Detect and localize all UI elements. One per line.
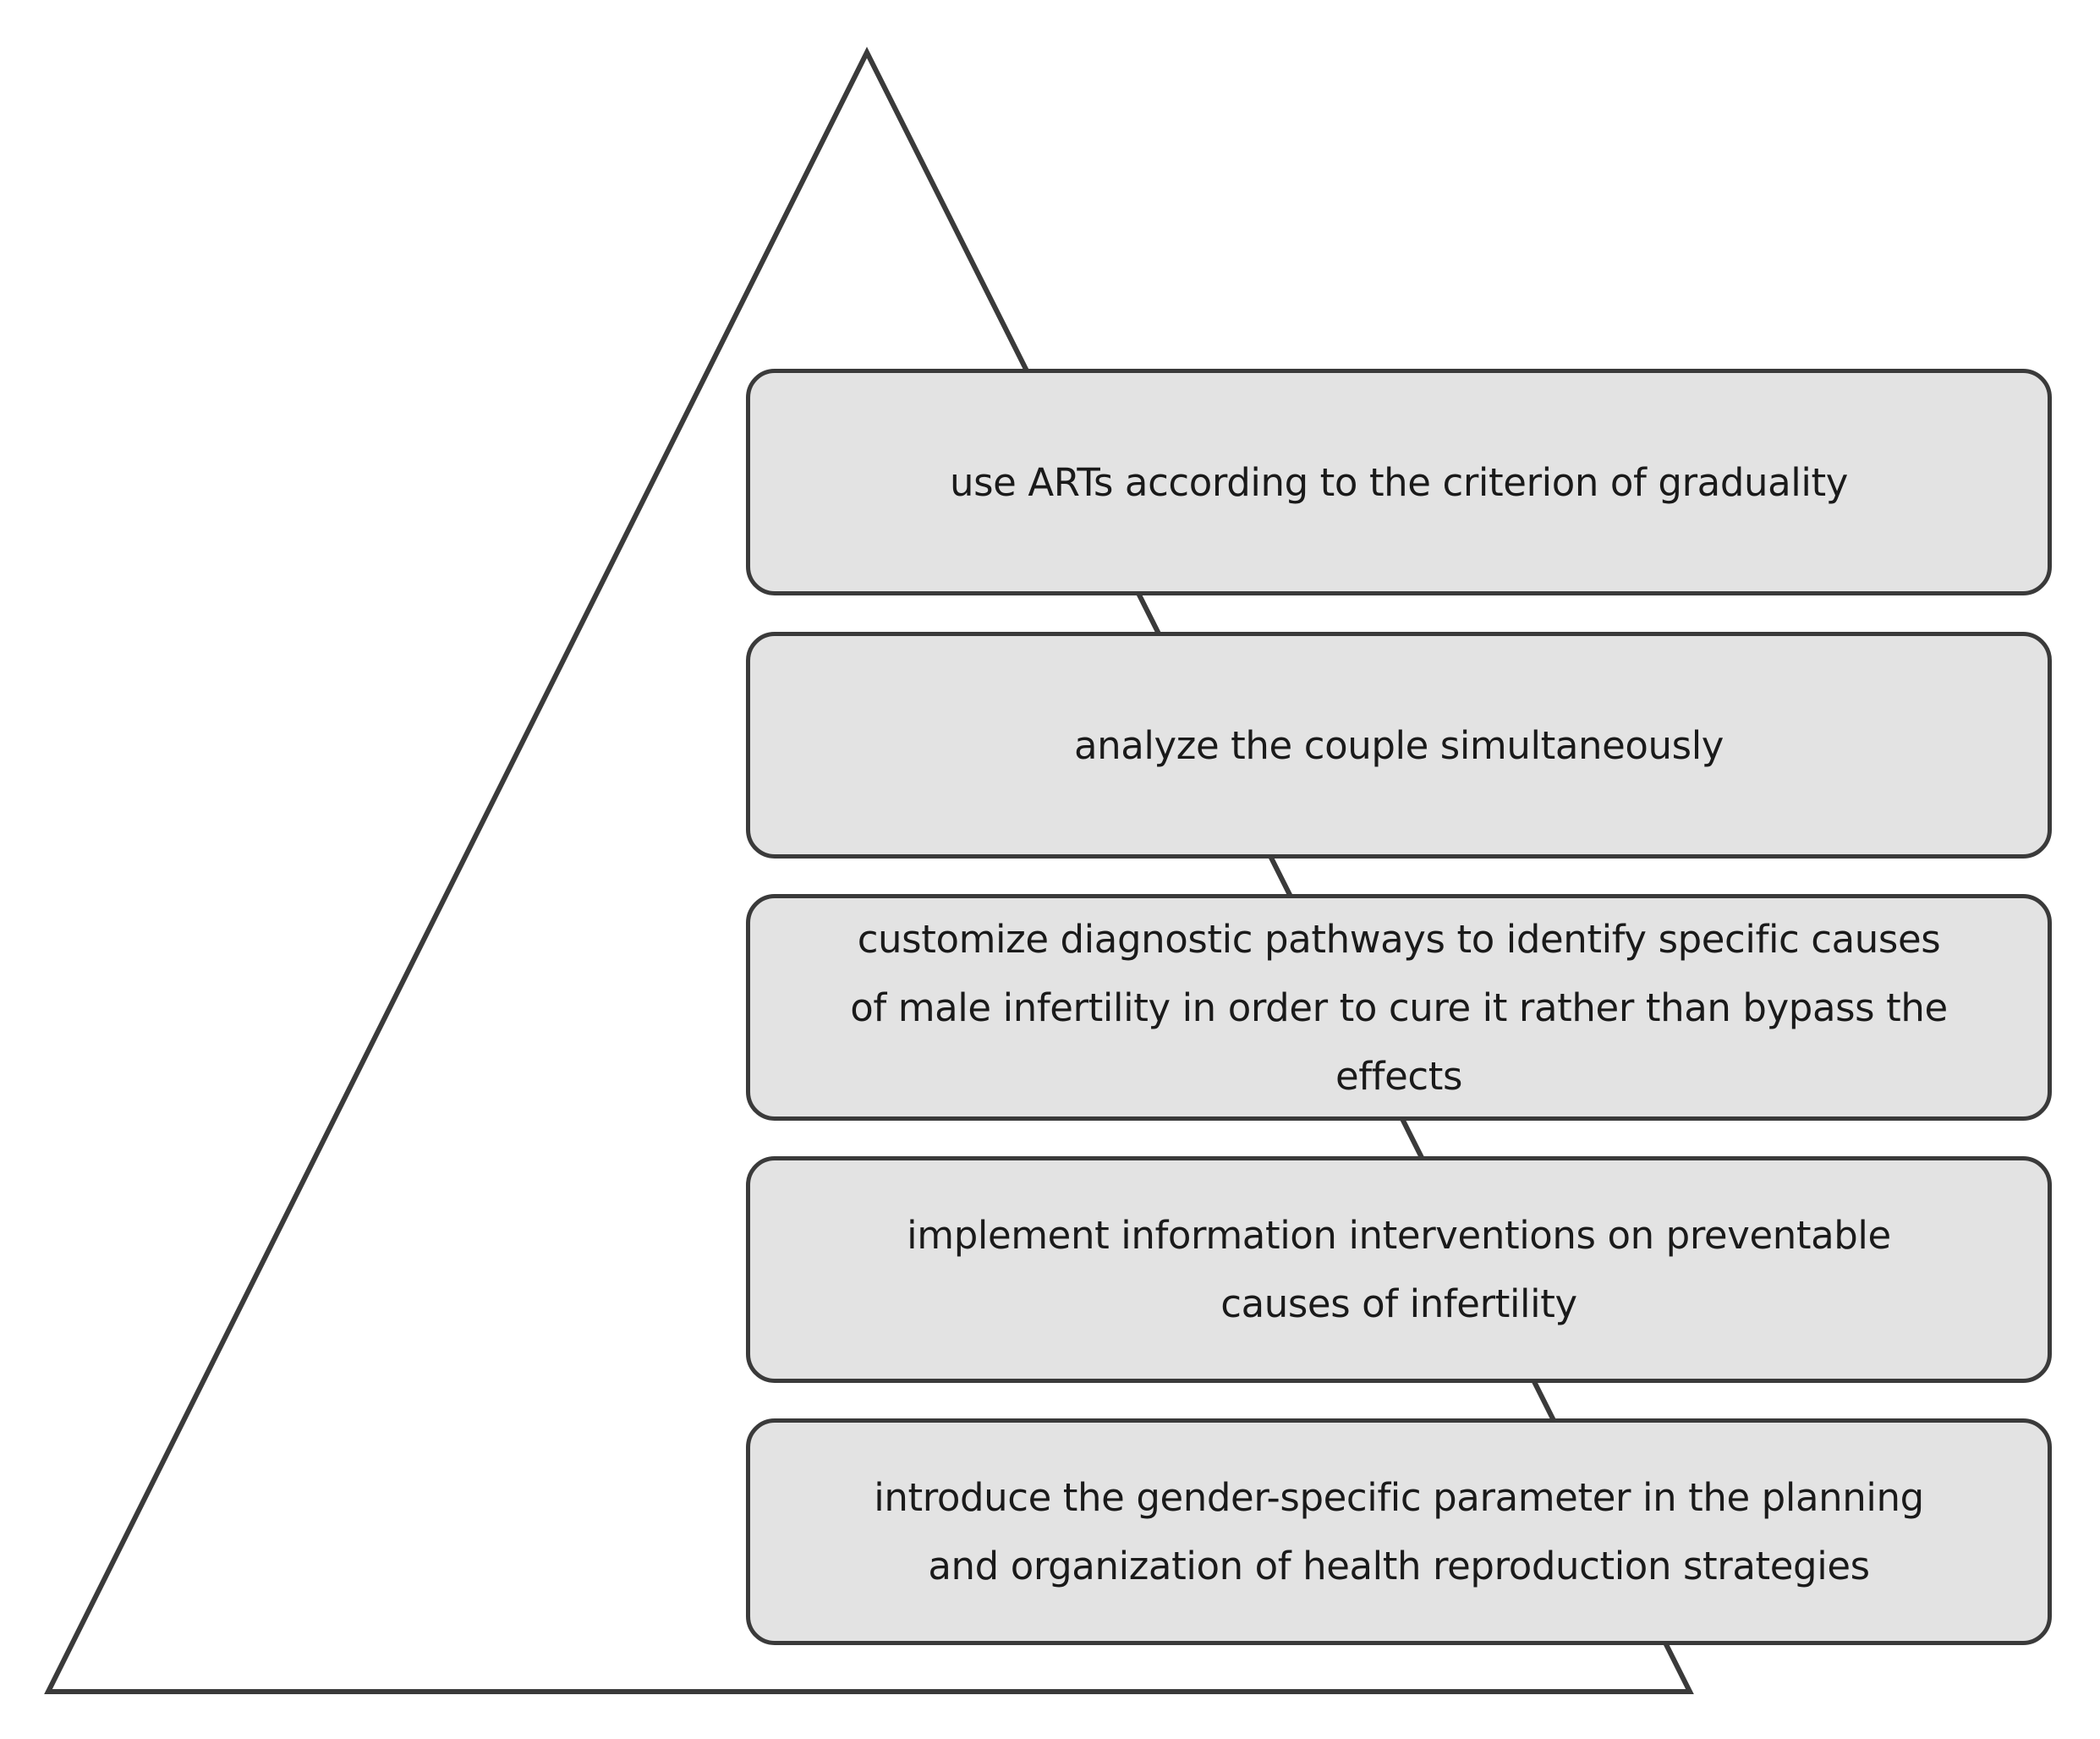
pyramid-level-2-box: analyze the couple simultaneously (746, 632, 2052, 859)
pyramid-level-4-text: implement information interventions on p… (907, 1213, 1891, 1326)
pyramid-level-3-text: customize diagnostic pathways to identif… (850, 916, 1948, 1099)
pyramid-level-5-box: introduce the gender-specific parameter … (746, 1418, 2052, 1645)
pyramid-level-2-text: analyze the couple simultaneously (1073, 722, 1724, 768)
pyramid-level-1-text: use ARTs according to the criterion of g… (949, 459, 1848, 505)
pyramid-level-4-box: implement information interventions on p… (746, 1156, 2052, 1383)
pyramid-level-5-text: introduce the gender-specific parameter … (874, 1475, 1924, 1588)
pyramid-level-3-box: customize diagnostic pathways to identif… (746, 894, 2052, 1121)
pyramid-level-1-box: use ARTs according to the criterion of g… (746, 369, 2052, 595)
